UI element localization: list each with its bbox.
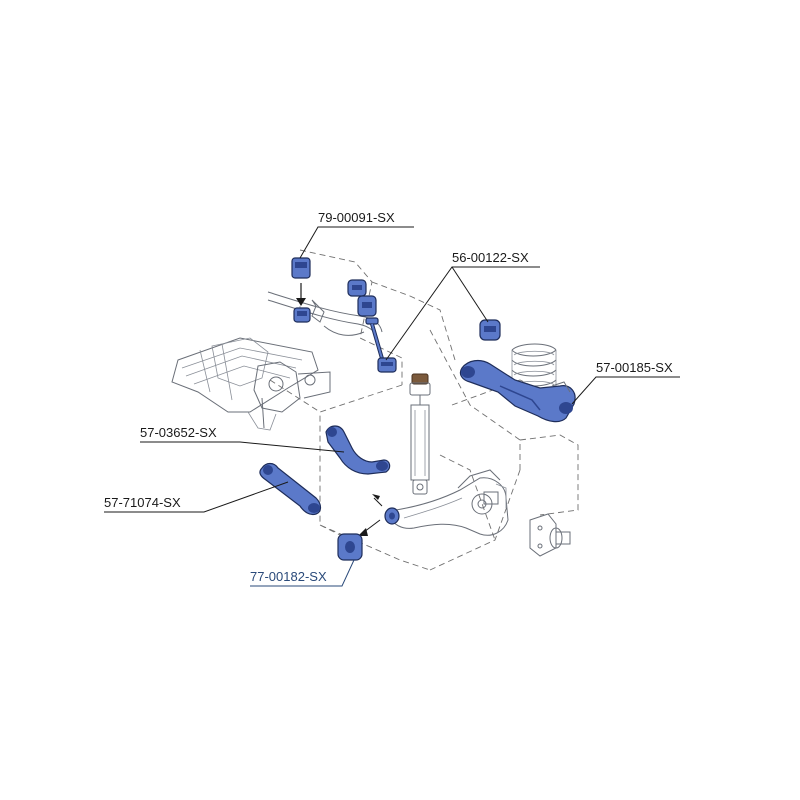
label-57-03652-SX[interactable]: 57-03652-SX [140, 425, 217, 440]
strut-mount-bushing [347, 279, 397, 373]
subframe-outline [171, 337, 331, 431]
leader-57-00185-SX [571, 376, 680, 405]
lower-control-arm [459, 359, 576, 423]
upper-control-arm [325, 425, 391, 475]
label-56-00122-SX[interactable]: 56-00122-SX [452, 250, 529, 265]
label-57-00185-SX[interactable]: 57-00185-SX [596, 360, 673, 375]
label-79-00091-SX[interactable]: 79-00091-SX [318, 210, 395, 225]
shock-absorber [409, 373, 431, 495]
leader-77-00182-SX [250, 559, 355, 587]
leader-57-71074-SX [104, 481, 289, 513]
lateral-link [259, 462, 322, 516]
trailing-arm [389, 469, 509, 536]
label-57-71074-SX[interactable]: 57-71074-SX [104, 495, 181, 510]
knuckle-bushing [337, 494, 400, 561]
upper-spring-bushing [479, 319, 501, 341]
leader-56-00122-SX-a [385, 266, 540, 361]
leader-lines [104, 226, 680, 587]
wheel-hub [529, 513, 571, 557]
stabilizer-bushing [291, 257, 311, 323]
leader-57-03652-SX [140, 441, 345, 453]
leader-79-00091-SX [299, 226, 414, 259]
leader-56-00122-SX-b [451, 266, 489, 323]
label-77-00182-SX[interactable]: 77-00182-SX [250, 569, 327, 584]
coil-spring [511, 343, 557, 397]
part-labels: 79-00091-SX 56-00122-SX 57-00185-SX 57-0… [104, 210, 673, 584]
